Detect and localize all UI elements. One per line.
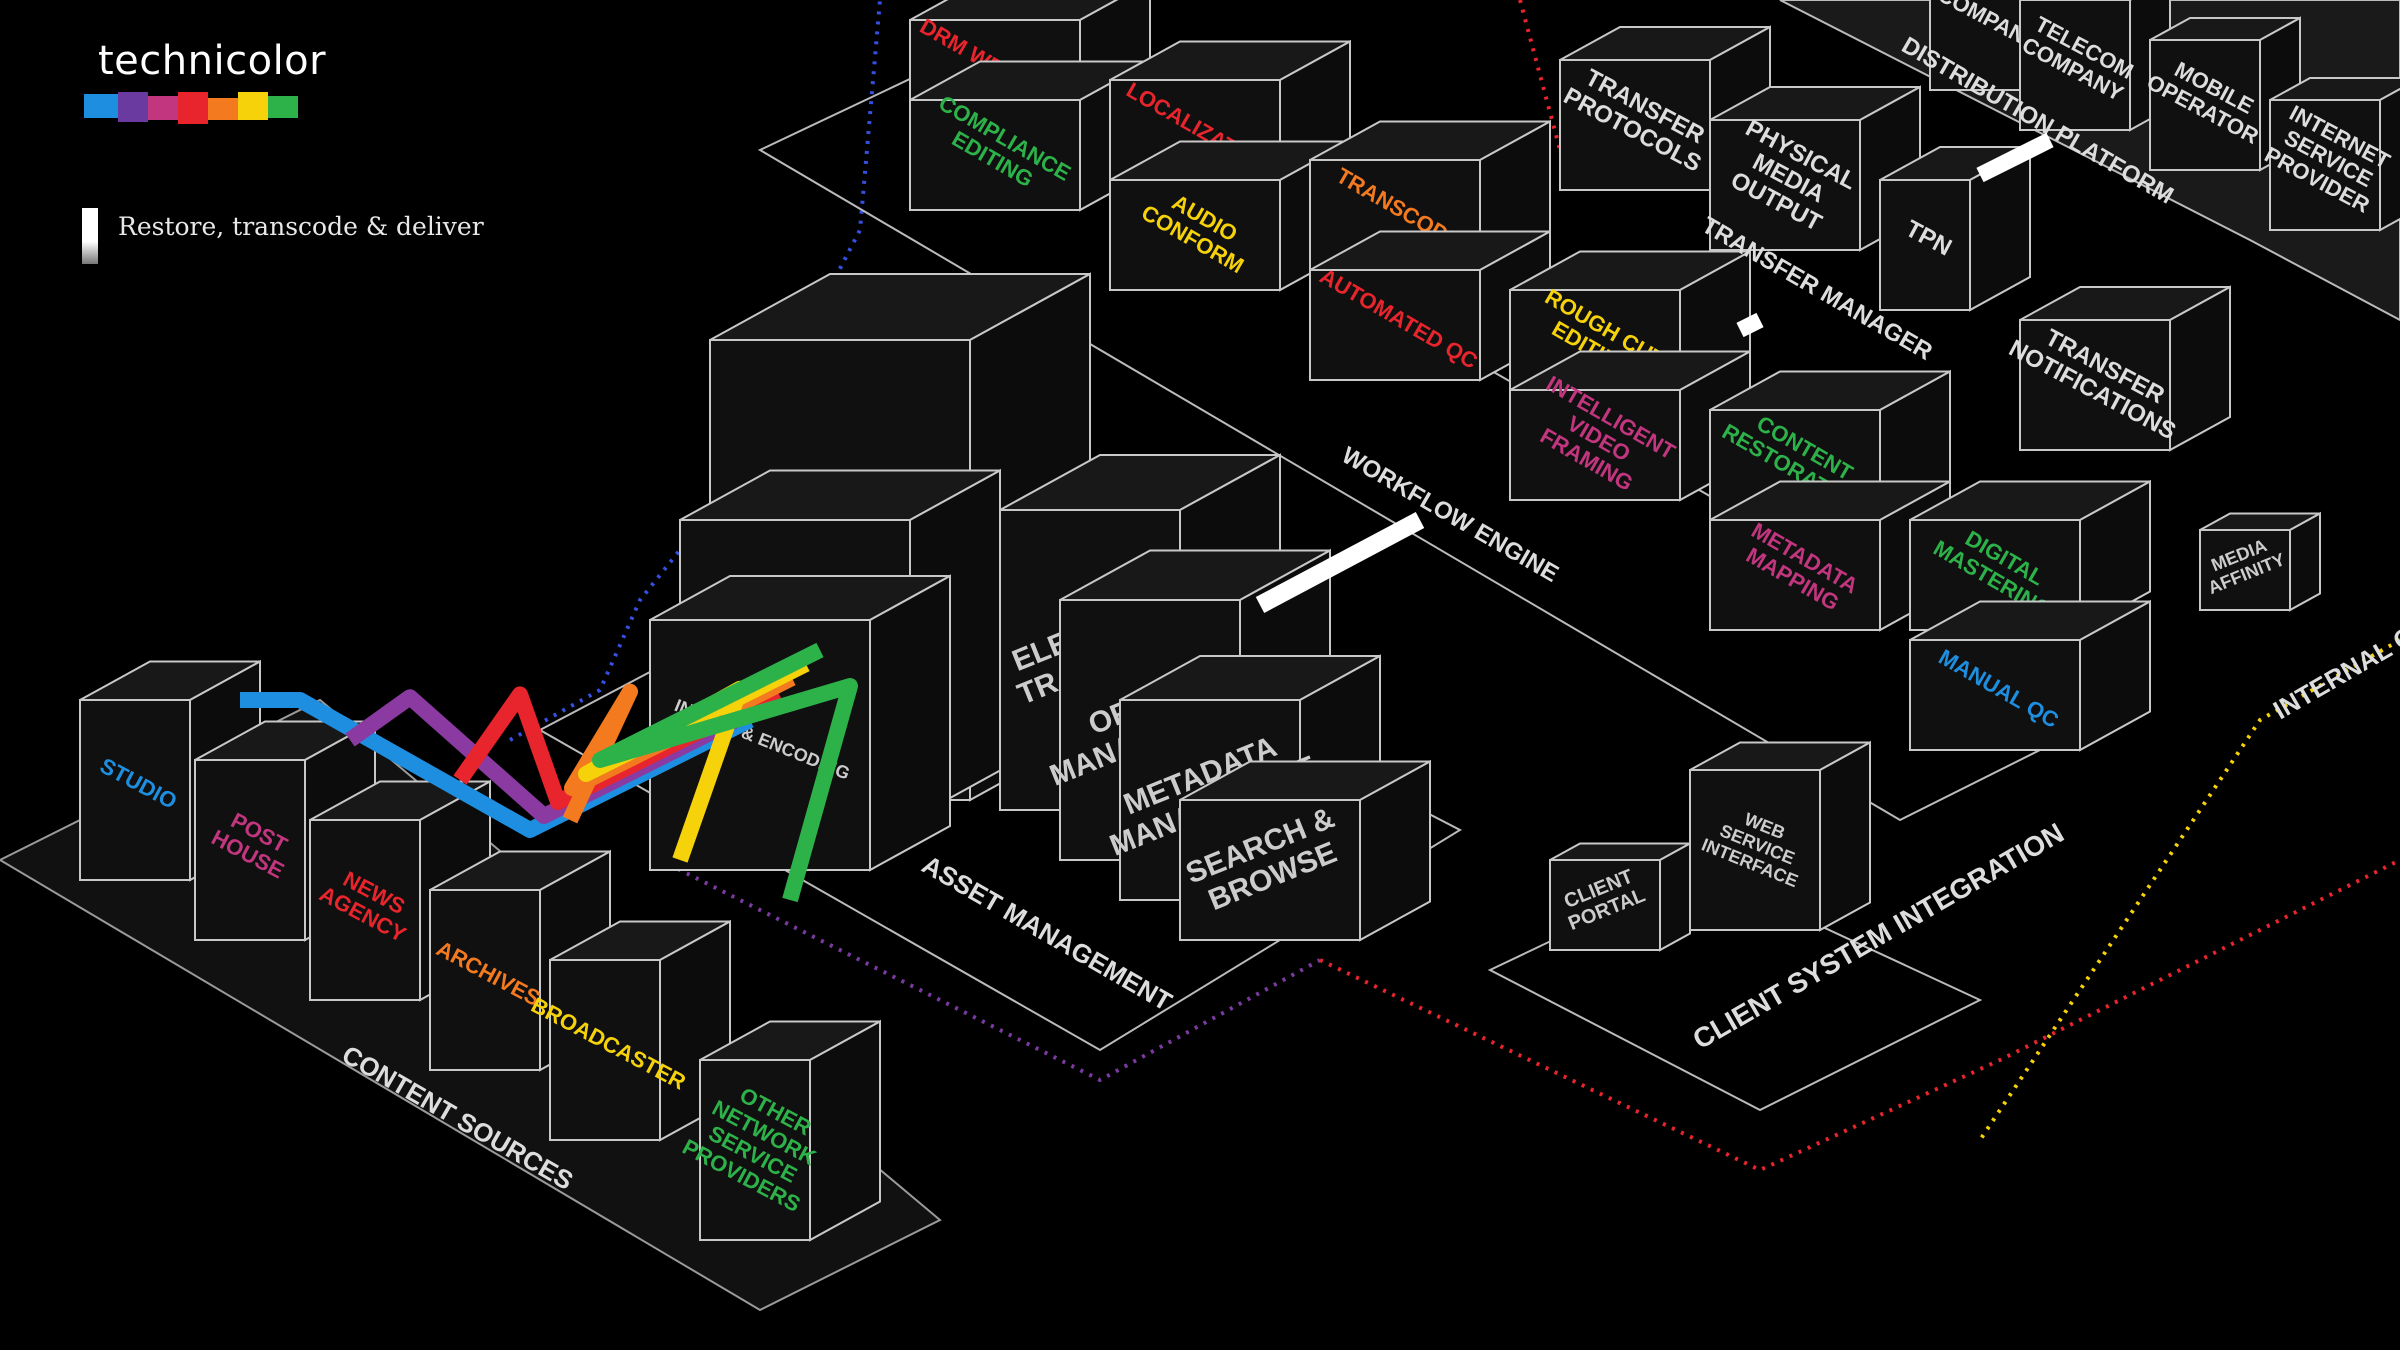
web-service-interface: WEBSERVICEINTERFACE bbox=[1689, 740, 1871, 932]
client-portal: CLIENTPORTAL bbox=[1549, 841, 1691, 952]
asset-to-workflow-connector bbox=[1255, 512, 1425, 613]
source-question: OTHERNETWORKSERVICEPROVIDERS bbox=[678, 1019, 881, 1242]
workflow-to-transfer-connector bbox=[1736, 312, 1764, 338]
internal-dotted-outline bbox=[1978, 638, 2400, 1142]
distribution-internet-service-provider: INTERNETSERVICEPROVIDER bbox=[2261, 77, 2400, 232]
transfer-physical-media-output: PHYSICALMEDIAOUTPUT bbox=[1709, 85, 1921, 252]
brand-wordmark: technicolor bbox=[98, 38, 327, 84]
legend-label: Restore, transcode & deliver bbox=[118, 212, 484, 241]
legend-swatch bbox=[82, 208, 98, 264]
transfer-transfer-notifications: TRANSFERNOTIFICATIONS bbox=[2004, 285, 2231, 452]
distribution-telecom-company: TELECOMCOMPANY bbox=[2018, 0, 2171, 132]
asset-dotted-outline bbox=[509, 0, 882, 742]
asset-dotted-outline-bottom bbox=[659, 858, 1321, 1083]
search-browse: SEARCH &BROWSE bbox=[1179, 759, 1431, 942]
transfer-to-distribution-connector bbox=[1976, 132, 2054, 183]
technicolor-logo: technicolor bbox=[84, 38, 327, 134]
workflow-audio-conform: AUDIOCONFORM bbox=[1109, 139, 1351, 292]
workflow-manual-qc: MANUAL QC bbox=[1909, 599, 2151, 752]
pipe-5 bbox=[592, 642, 858, 903]
distribution-mobile-operator: MOBILEOPERATOR bbox=[2143, 16, 2301, 172]
media-affinity: MEDIAAFFINITY bbox=[2199, 511, 2321, 612]
transfer-tpn: TPN bbox=[1879, 145, 2031, 312]
rainbow-bar-icon bbox=[84, 92, 298, 124]
legend: Restore, transcode & deliver bbox=[82, 208, 484, 264]
